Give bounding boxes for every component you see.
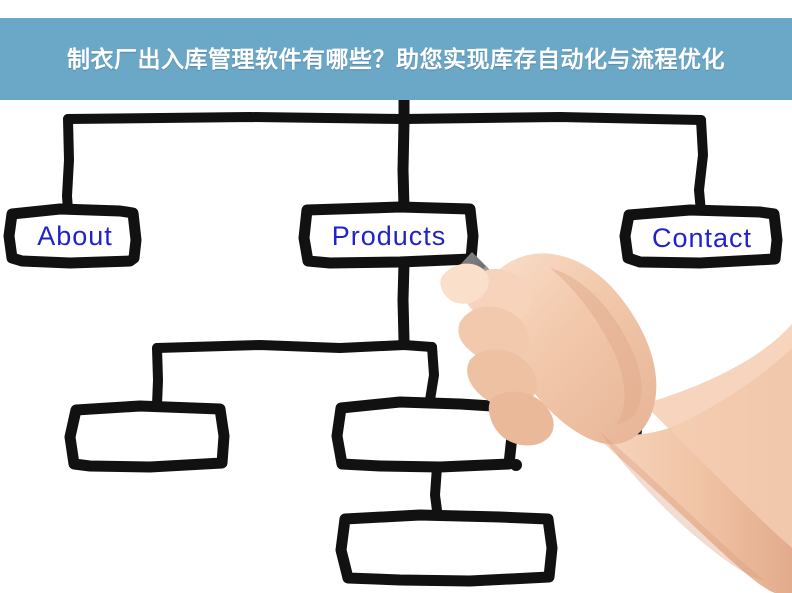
ink-blob — [510, 459, 522, 471]
connector-products-stem — [397, 257, 410, 346]
connector-top-bus — [63, 112, 706, 125]
node-box-contact — [619, 204, 783, 269]
node-label-about: About — [37, 221, 113, 251]
title-banner: 制衣厂出入库管理软件有哪些？助您实现库存自动化与流程优化 — [0, 18, 792, 100]
node-box-sub-right-child — [335, 509, 558, 587]
connector-to-subright — [425, 342, 439, 405]
connector-to-contact — [694, 115, 708, 217]
node-box-sub-left — [64, 400, 230, 473]
node-label-contact: Contact — [651, 223, 753, 253]
node-label-products: Products — [331, 221, 447, 251]
node-box-sub-right — [331, 396, 518, 473]
node-box-products — [298, 201, 479, 269]
connector-root-stem — [397, 90, 410, 214]
banner-title-text: 制衣厂出入库管理软件有哪些？助您实现库存自动化与流程优化 — [67, 45, 725, 72]
connector-to-subleft — [152, 343, 163, 410]
connector-to-about — [62, 114, 74, 215]
connector-second-bus — [152, 340, 437, 353]
node-box-about — [3, 203, 142, 269]
